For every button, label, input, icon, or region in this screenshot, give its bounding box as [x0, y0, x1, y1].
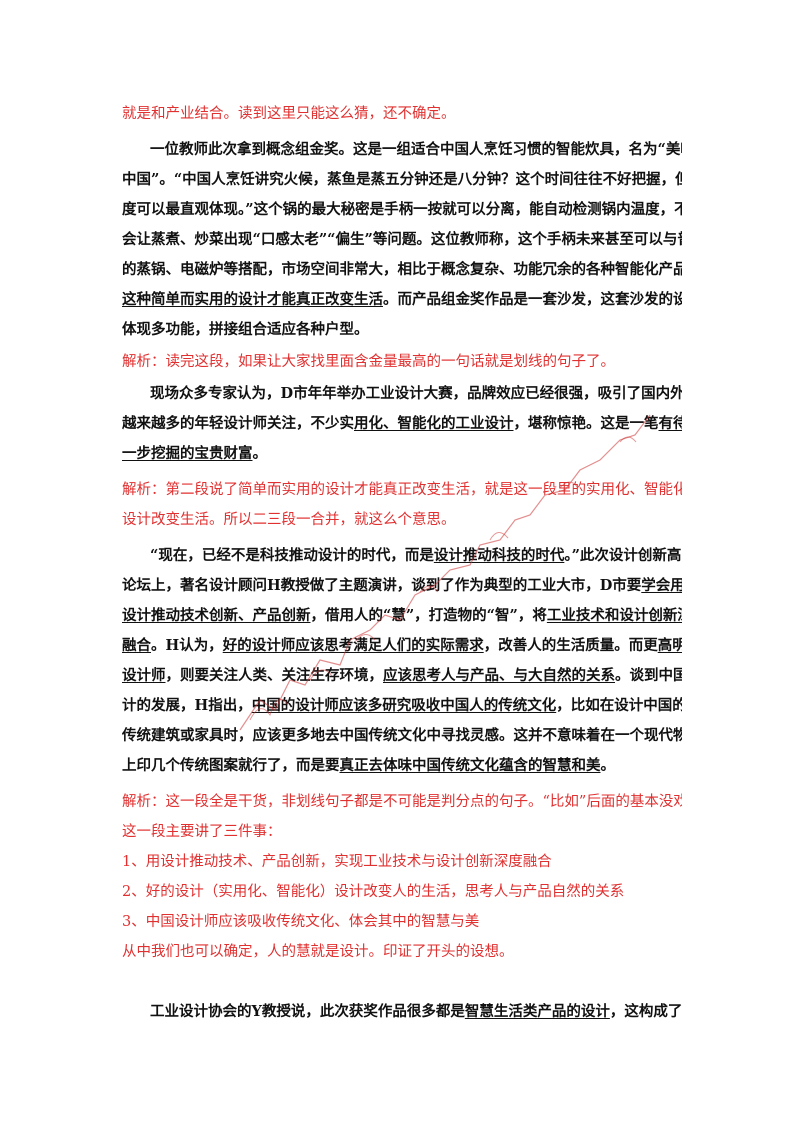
p3-l6-underlined: 中国的设计师应该多研究吸收中国人的传统文化 [251, 697, 557, 714]
p1-line-7: 体现多功能，拼接组合适应各种户型。 [122, 321, 369, 338]
p3-l6-a: 计的发展，H指出， [122, 697, 252, 714]
p2-line-3: 一步挖掘的宝贵财富。 [122, 444, 682, 464]
p1-line-1: 一位教师此次拿到概念组金奖。这是一组适合中国人烹饪习惯的智能炊具，名为“美味 [150, 141, 682, 158]
p1-line-6: 这种简单而实用的设计才能真正改变生活。而产品组金奖作品是一套沙发，这套沙发的设计 [122, 290, 682, 310]
p3-line-6: 计的发展，H指出，中国的设计师应该多研究吸收中国人的传统文化，比如在设计中国的 [122, 696, 682, 716]
p3-line-3: 设计推动技术创新、产品创新，借用人的“慧”，打造物的“智”，将工业技术和设计创新… [122, 606, 682, 626]
p3-l5-d: 。谈到中国设 [615, 667, 682, 684]
p3-l8-a: 上印几个传统图案就行了，而是要 [122, 757, 340, 774]
p3-l2-underlined: 学会用 [641, 577, 682, 594]
p3-l1-a: “现在，已经不是科技推动设计的时代，而是 [150, 547, 434, 564]
p3-l1-underlined: 设计推动科技的时代 [433, 547, 565, 564]
note-3-item-2: 2、好的设计（实用化、智能化）设计改变人的生活，思考人与产品自然的关系 [122, 884, 625, 900]
p1-line-3: 度可以最直观体现。”这个锅的最大秘密是手柄一按就可以分离，能自动检测锅内温度，不 [122, 201, 682, 218]
p3-l6-c: ，比如在设计中国的 [556, 697, 682, 714]
note-1: 解析：读完这段，如果让大家找里面含金量最高的一句话就是划线的句子了。 [122, 354, 615, 370]
p1-line-4: 会让蒸煮、炒菜出现“口感太老”“偏生”等问题。这位教师称，这个手柄未来甚至可以与… [122, 231, 682, 248]
p3-l5-underlined-a: 设计师 [122, 667, 166, 684]
p2-text-b: ，堪称惊艳。这是一笔 [513, 415, 659, 432]
p4-l1-c: ，这构成了 [609, 1003, 682, 1020]
p2-line-1: 现场众多专家认为，D市年年举办工业设计大赛，品牌效应已经很强，吸引了国内外 [150, 385, 682, 402]
p2-line-2: 越来越多的年轻设计师关注，不少实用化、智能化的工业设计，堪称惊艳。这是一笔有待进 [122, 414, 682, 434]
p3-line-7: 传统建筑或家具时，应该更多地去中国传统文化中寻找灵感。这并不意味着在一个现代物品 [122, 727, 682, 744]
p3-l2-a: 论坛上，著名设计顾问H教授做了主题演讲，谈到了作为典型的工业大市，D市要 [122, 577, 642, 594]
p2-line-3-end: 。 [252, 445, 268, 462]
note-3-line-2: 这一段主要讲了三件事： [122, 824, 282, 840]
p2-text-a: 越来越多的年轻设计师关注，不少实 [122, 415, 354, 432]
p3-l1-c: 。”此次设计创新高峰 [564, 547, 682, 564]
p2-underlined-b: 有待进 [658, 415, 683, 432]
p3-line-8: 上印几个传统图案就行了，而是要真正去体味中国传统文化蕴含的智慧和美。 [122, 756, 682, 776]
p3-line-4: 融合。H认为，好的设计师应该思考满足人们的实际需求，改善人的生活质量。而更高明的 [122, 636, 682, 656]
p3-l4-underlined-c: 好的设计师应该思考满足人们的实际需求 [222, 637, 484, 654]
p3-l4-underlined-e: 高明的 [657, 637, 682, 654]
p4-l1-a: 工业设计协会的Y教授说，此次获奖作品很多都是 [150, 1003, 465, 1020]
intro-note: 就是和产业结合。读到这里只能这么猜，还不确定。 [122, 106, 456, 122]
note-3-line-1: 解析：这一段全是干货，非划线句子都是不可能是判分点的句子。“比如”后面的基本没戏… [122, 794, 682, 810]
p1-line-5: 的蒸锅、电磁炉等搭配，市场空间非常大，相比于概念复杂、功能冗余的各种智能化产品， [122, 261, 682, 278]
p3-line-1: “现在，已经不是科技推动设计的时代，而是设计推动科技的时代。”此次设计创新高峰 [150, 546, 682, 566]
p3-l4-b: 。H认为， [151, 637, 223, 654]
note-3-conclusion: 从中我们也可以确定，人的慧就是设计。印证了开头的设想。 [122, 944, 514, 960]
p4-l1-underlined: 智慧生活类产品的设计 [464, 1003, 610, 1020]
p3-l4-underlined-a: 融合 [122, 637, 151, 654]
p3-l5-underlined-c: 应该思考人与产品、与大自然的关系 [383, 667, 615, 684]
note-3-item-3: 3、中国设计师应该吸收传统文化、体会其中的智慧与美 [122, 914, 480, 930]
p1-line-2: 中国”。“中国人烹饪讲究火候，蒸鱼是蒸五分钟还是八分钟？这个时间往往不好把握，但… [122, 171, 682, 188]
p1-line-6-rest: 。而产品组金奖作品是一套沙发，这套沙发的设计 [383, 291, 682, 308]
p3-l3-underlined-c: 工业技术和设计创新深度 [546, 607, 682, 624]
p3-l3-underlined-a: 设计推动技术创新、产品创新 [122, 607, 311, 624]
p3-line-2: 论坛上，著名设计顾问H教授做了主题演讲，谈到了作为典型的工业大市，D市要学会用 [122, 576, 682, 596]
p2-underlined-a: 用化、智能化的工业设计 [354, 415, 514, 432]
p3-l8-c: 。 [600, 757, 616, 774]
p3-line-5: 设计师，则要关注人类、关注生存环境，应该思考人与产品、与大自然的关系。谈到中国设 [122, 666, 682, 686]
p4-line-1: 工业设计协会的Y教授说，此次获奖作品很多都是智慧生活类产品的设计，这构成了 [150, 1002, 682, 1022]
p3-l4-d: ，改善人的生活质量。而更 [483, 637, 658, 654]
p3-l8-underlined: 真正去体味中国传统文化蕴含的智慧和美 [339, 757, 601, 774]
p2-underlined-c: 一步挖掘的宝贵财富 [122, 445, 253, 462]
note-3-item-1: 1、用设计推动技术、产品创新，实现工业技术与设计创新深度融合 [122, 854, 552, 870]
note-2-line-2: 设计改变生活。所以二三段一合并，就这么个意思。 [122, 512, 456, 528]
p3-l3-b: ，借用人的“慧”，打造物的“智”，将 [310, 607, 547, 624]
p3-l5-b: ，则要关注人类、关注生存环境， [165, 667, 384, 684]
p1-underlined-sentence: 这种简单而实用的设计才能真正改变生活 [122, 291, 383, 308]
note-2-line-1: 解析：第二段说了简单而实用的设计才能真正改变生活，就是这一段里的实用化、智能化的 [122, 482, 682, 498]
